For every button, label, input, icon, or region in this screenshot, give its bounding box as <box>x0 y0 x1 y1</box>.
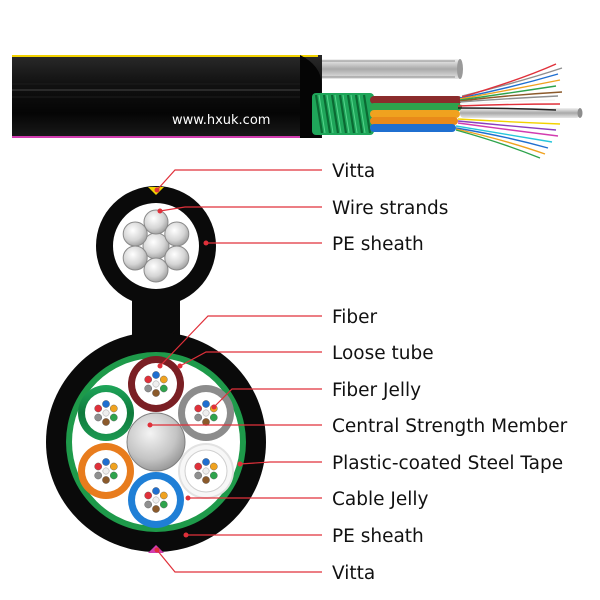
fiber-dot <box>144 500 152 509</box>
fiber-dot <box>209 471 218 480</box>
fiber-dot <box>159 375 168 384</box>
label-pe-sheath-top: PE sheath <box>332 234 424 255</box>
fiber-dot <box>110 471 118 480</box>
fiber-dot <box>144 375 152 384</box>
leader-wire-strands <box>159 206 322 212</box>
label-central-strength-member: Central Strength Member <box>332 416 568 437</box>
fiber-dot <box>159 384 168 393</box>
component-labels: Vitta Wire strands PE sheath Fiber Loose… <box>332 161 568 584</box>
fiber-dot <box>110 462 118 471</box>
label-plastic-coated-steel-tape: Plastic-coated Steel Tape <box>332 453 563 474</box>
fiber-dot <box>209 413 218 422</box>
label-wire-strands: Wire strands <box>332 198 448 219</box>
fiber-dot <box>159 500 168 509</box>
fiber-dot <box>194 462 202 471</box>
cable-cross-section <box>46 186 266 553</box>
fiber-dot <box>202 467 210 475</box>
fiber-dot <box>152 380 160 388</box>
leader-dots <box>147 187 243 553</box>
fiber-dot <box>159 491 168 500</box>
label-fiber-jelly: Fiber Jelly <box>332 380 421 401</box>
label-vitta-bottom: Vitta <box>332 563 375 584</box>
loose-tubes-side <box>370 96 462 132</box>
fiber-dot <box>94 413 102 422</box>
fiber-dot <box>94 471 102 480</box>
fiber-dot <box>202 400 210 408</box>
label-pe-sheath-bottom: PE sheath <box>332 526 424 547</box>
leader-lines <box>150 169 322 573</box>
cable-side-view: www.hxuk.com <box>12 55 583 159</box>
watermark-text: www.hxuk.com <box>172 113 270 128</box>
label-vitta-top: Vitta <box>332 161 375 182</box>
label-fiber: Fiber <box>332 307 378 328</box>
fiber-dot <box>152 371 160 379</box>
fiber-dot <box>102 418 110 426</box>
fiber-dot <box>152 487 160 495</box>
fiber-dot <box>152 505 160 513</box>
fiber-dot <box>209 462 218 471</box>
fiber-dot <box>194 413 202 422</box>
fiber-dot <box>102 467 110 475</box>
fiber-dot <box>102 458 110 466</box>
label-cable-jelly: Cable Jelly <box>332 489 429 510</box>
leader-fiber-jelly <box>213 388 322 408</box>
leader-fiber <box>159 315 322 367</box>
fiber-dot <box>94 404 102 413</box>
leader-vitta-bottom <box>156 549 322 573</box>
fiber-dot <box>102 400 110 408</box>
wire-strands <box>122 209 190 283</box>
fiber-dot <box>202 458 210 466</box>
fiber-dot <box>152 496 160 504</box>
central-member-side <box>460 108 580 118</box>
fiber-dot <box>110 404 118 413</box>
fiber-dot <box>110 413 118 422</box>
fiber-dot <box>94 462 102 471</box>
fiber-dot <box>144 384 152 393</box>
fiber-dot <box>102 409 110 417</box>
fiber-dot <box>194 404 202 413</box>
leader-vitta-top <box>156 169 322 191</box>
fibers-fanout <box>455 63 563 159</box>
leader-loose-tube <box>179 351 322 367</box>
fiber-dot <box>144 491 152 500</box>
fiber-dot <box>102 476 110 484</box>
steel-tape-wrap <box>312 93 374 135</box>
fiber-dot <box>152 389 160 397</box>
central-strength-member-core <box>126 412 186 472</box>
fiber-dot <box>202 409 210 417</box>
fiber-dot <box>202 476 210 484</box>
leader-steel-tape <box>239 461 322 465</box>
fiber-dot <box>194 471 202 480</box>
messenger-wire <box>315 59 460 79</box>
sheath-neck <box>132 290 180 340</box>
label-loose-tube: Loose tube <box>332 343 434 364</box>
